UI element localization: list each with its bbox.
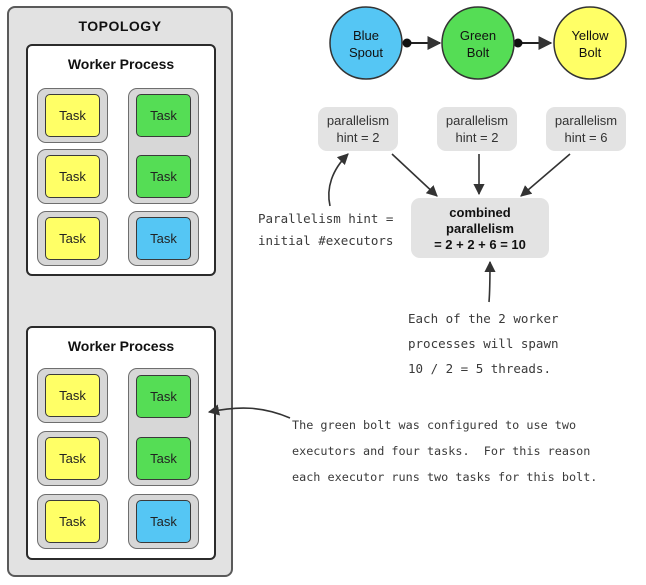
executor-box: Task bbox=[128, 494, 199, 549]
combined-line: = 2 + 2 + 6 = 10 bbox=[434, 237, 526, 252]
node-label: Spout bbox=[349, 45, 383, 60]
executor-box-green: Task Task bbox=[128, 368, 199, 486]
executor-box-green: Task Task bbox=[128, 88, 199, 204]
node-label: Bolt bbox=[467, 45, 490, 60]
note-line: processes will spawn bbox=[408, 336, 559, 351]
node-label: Green bbox=[460, 28, 496, 43]
hint-line: hint = 2 bbox=[336, 130, 380, 145]
executor-box: Task bbox=[37, 211, 108, 266]
topology-panel: TOPOLOGY Worker Process Task Task Task T… bbox=[7, 6, 233, 577]
executor-box: Task bbox=[37, 494, 108, 549]
task-yellow: Task bbox=[45, 155, 100, 198]
executor-box: Task bbox=[37, 431, 108, 486]
executor-box: Task bbox=[128, 211, 199, 266]
executor-box: Task bbox=[37, 88, 108, 143]
task-yellow: Task bbox=[45, 374, 100, 417]
task-yellow: Task bbox=[45, 437, 100, 480]
node-label: Bolt bbox=[579, 45, 602, 60]
annotation-arrow bbox=[484, 260, 496, 303]
task-blue: Task bbox=[136, 217, 191, 260]
blue-spout-node: Blue Spout bbox=[329, 6, 403, 80]
executor-box: Task bbox=[37, 149, 108, 204]
combined-line: combined bbox=[449, 205, 511, 220]
arrow bbox=[520, 153, 571, 197]
task-yellow: Task bbox=[45, 217, 100, 260]
worker-process-2: Worker Process Task Task Task Task Task … bbox=[26, 326, 216, 560]
task-green: Task bbox=[136, 94, 191, 137]
note-line: Parallelism hint = bbox=[258, 211, 394, 226]
parallelism-hint-note: Parallelism hint = initial #executors bbox=[258, 208, 393, 252]
green-bolt-node: Green Bolt bbox=[441, 6, 515, 80]
task-blue: Task bbox=[136, 500, 191, 543]
stream-edge bbox=[402, 36, 442, 50]
hint-line: parallelism bbox=[445, 113, 509, 128]
task-green: Task bbox=[136, 437, 191, 480]
combined-parallelism-box: combined parallelism = 2 + 2 + 6 = 10 bbox=[411, 198, 549, 258]
task-yellow: Task bbox=[45, 94, 100, 137]
hint-line: parallelism bbox=[326, 113, 390, 128]
worker-process-1: Worker Process Task Task Task Task Task … bbox=[26, 44, 216, 276]
annotation-arrow bbox=[328, 153, 349, 207]
hint-line: hint = 2 bbox=[455, 130, 499, 145]
worker-process-title: Worker Process bbox=[67, 56, 175, 72]
executor-box: Task bbox=[37, 368, 108, 423]
worker-threads-note: Each of the 2 worker processes will spawn… bbox=[408, 306, 559, 381]
note-line: each executor runs two tasks for this bo… bbox=[292, 470, 598, 484]
parallelism-hint-box: parallelism hint = 6 bbox=[546, 107, 626, 151]
note-line: The green bolt was configured to use two bbox=[292, 418, 577, 432]
hint-line: hint = 6 bbox=[564, 130, 608, 145]
annotation-arrow bbox=[207, 404, 291, 419]
green-bolt-note: The green bolt was configured to use two… bbox=[292, 412, 597, 490]
note-line: 10 / 2 = 5 threads. bbox=[408, 361, 551, 376]
arrow bbox=[391, 153, 438, 197]
note-line: executors and four tasks. For this reaso… bbox=[292, 444, 591, 458]
task-green: Task bbox=[136, 155, 191, 198]
stream-edge bbox=[513, 36, 553, 50]
parallelism-hint-box: parallelism hint = 2 bbox=[318, 107, 398, 151]
combined-line: parallelism bbox=[446, 221, 514, 236]
yellow-bolt-node: Yellow Bolt bbox=[553, 6, 627, 80]
task-green: Task bbox=[136, 375, 191, 418]
task-yellow: Task bbox=[45, 500, 100, 543]
worker-process-title: Worker Process bbox=[67, 338, 175, 354]
node-label: Blue bbox=[353, 28, 379, 43]
node-label: Yellow bbox=[571, 28, 609, 43]
parallelism-hint-box: parallelism hint = 2 bbox=[437, 107, 517, 151]
note-line: Each of the 2 worker bbox=[408, 311, 559, 326]
hint-line: parallelism bbox=[554, 113, 618, 128]
note-line: initial #executors bbox=[258, 233, 394, 248]
topology-title: TOPOLOGY bbox=[78, 18, 162, 34]
